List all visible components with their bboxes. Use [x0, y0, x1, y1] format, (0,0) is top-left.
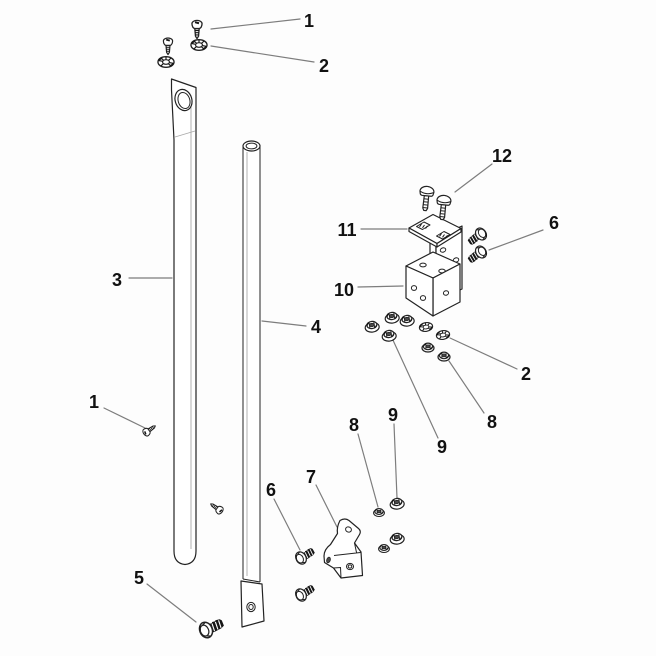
part-9-flange-nut-f [388, 531, 406, 546]
part-2-lock-washer-b [157, 56, 175, 68]
leader-line [273, 498, 301, 551]
leader-line [357, 433, 379, 508]
leader-line [261, 320, 307, 327]
leader-line [103, 407, 146, 429]
part-8-hex-nut-b [437, 351, 451, 362]
leader-line [454, 163, 493, 193]
leader-lines [103, 18, 544, 623]
part-6-bolt-a [464, 225, 490, 249]
part-1-screw-b [162, 37, 174, 56]
part-1-screw-d [207, 499, 226, 516]
part-5-bolt [196, 614, 227, 641]
callout-label-1-top: 1 [304, 11, 314, 31]
callout-label-12: 12 [492, 146, 512, 166]
callout-label-6-right: 6 [549, 213, 559, 233]
leader-line [315, 484, 338, 528]
part-4-support-tube [240, 140, 265, 628]
part-8-hex-nut-a [421, 342, 435, 353]
callout-label-4: 4 [311, 317, 321, 337]
leader-line [146, 583, 197, 623]
part-6-bolt-d [292, 581, 318, 604]
callout-label-8-left: 8 [349, 415, 359, 435]
part-8-hex-nut-c [373, 507, 385, 518]
callout-labels: 1 2 3 4 12 6 11 10 2 8 9 1 9 8 7 6 5 [89, 11, 559, 588]
leader-line [449, 337, 518, 370]
callout-label-9-left: 9 [388, 405, 398, 425]
part-10-z-bracket [405, 225, 463, 317]
callout-label-9-right: 9 [437, 437, 447, 457]
part-6-bolt-c [292, 544, 318, 567]
leader-line [391, 337, 439, 439]
leader-line [448, 360, 485, 414]
part-6-bolt-b [464, 243, 490, 267]
callout-label-2-right: 2 [521, 364, 531, 384]
part-7-pivot-bracket [323, 518, 364, 579]
part-3-support-bar [170, 78, 197, 566]
part-2-lock-washer-d [435, 328, 451, 342]
leader-line [393, 423, 398, 499]
callout-label-1-left: 1 [89, 392, 99, 412]
part-9-flange-nut-c [380, 328, 398, 343]
leader-line [210, 45, 315, 63]
part-9-flange-nut-e [388, 496, 406, 511]
callout-label-8-right: 8 [487, 412, 497, 432]
part-2-lock-washer-a [190, 39, 208, 51]
callout-label-10: 10 [334, 280, 354, 300]
part-1-screw-c [140, 421, 159, 438]
leader-line [488, 229, 544, 251]
part-1-screw-a [190, 19, 204, 40]
part-9-flange-nut-a [363, 319, 381, 334]
callout-label-5: 5 [134, 568, 144, 588]
part-8-hex-nut-d [378, 543, 390, 554]
leader-line [357, 285, 404, 288]
part-2-lock-washer-c [418, 320, 434, 334]
callout-label-11: 11 [337, 220, 356, 240]
part-12-carriage-bolt-a [417, 185, 436, 212]
callout-label-2-top: 2 [319, 56, 329, 76]
callout-label-7: 7 [306, 467, 316, 487]
part-11-slotted-plate [408, 213, 462, 248]
leader-line [210, 18, 301, 30]
part-9-flange-nut-b [383, 310, 401, 325]
callout-label-6-left: 6 [266, 480, 276, 500]
callout-label-3: 3 [112, 270, 122, 290]
part-9-flange-nut-d [398, 313, 416, 328]
